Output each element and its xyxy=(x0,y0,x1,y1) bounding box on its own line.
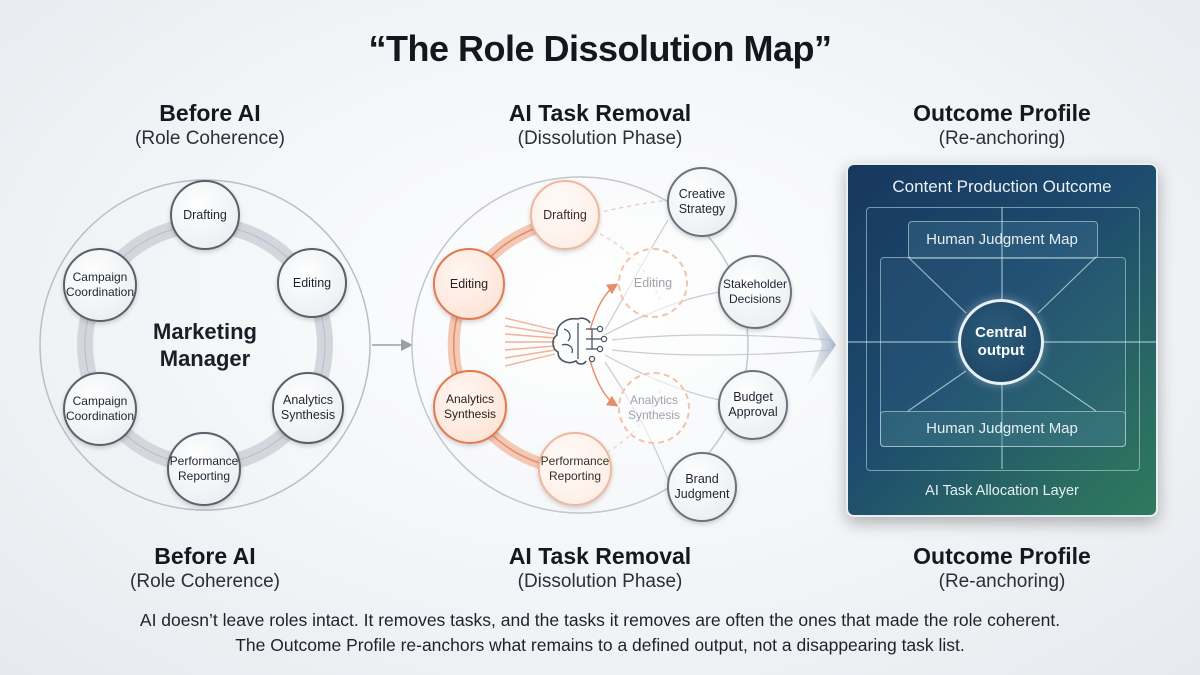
ai-task-allocation-layer-label: AI Task Allocation Layer xyxy=(925,483,1079,499)
node-brand-judgment: Brand Judgment xyxy=(667,452,737,522)
middle-bottom-heading: AI Task Removal (Dissolution Phase) xyxy=(508,543,692,592)
node-creative-strategy: Creative Strategy xyxy=(667,167,737,237)
node-analytics-synthesis: Analytics Synthesis xyxy=(272,372,344,444)
outcome-profile-panel: Content Production Outcome Human Judgmen… xyxy=(846,163,1158,517)
node-editing: Editing xyxy=(277,248,347,318)
page-title: “The Role Dissolution Map” xyxy=(368,28,832,69)
transition-chevron-icon xyxy=(808,305,836,385)
node-editing-remaining: Editing xyxy=(433,248,505,320)
central-output-node: Central output xyxy=(958,299,1044,385)
right-bottom-heading: Outcome Profile (Re-anchoring) xyxy=(913,543,1091,592)
node-performance-reporting: Performance Reporting xyxy=(167,432,241,506)
middle-top-heading: AI Task Removal (Dissolution Phase) xyxy=(508,100,692,149)
task-removal-outer-ring xyxy=(411,176,749,514)
node-drafting-remaining: Drafting xyxy=(530,180,600,250)
node-editing-removed: Editing xyxy=(618,248,688,318)
node-performance-remaining: Performance Reporting xyxy=(538,432,612,506)
left-bottom-heading: Before AI (Role Coherence) xyxy=(130,543,280,592)
left-top-heading: Before AI (Role Coherence) xyxy=(135,100,285,149)
node-analytics-remaining: Analytics Synthesis xyxy=(433,370,507,444)
panel-outer-frame xyxy=(866,207,1140,471)
right-top-heading: Outcome Profile (Re-anchoring) xyxy=(913,100,1091,149)
panel-title: Content Production Outcome xyxy=(892,177,1112,196)
human-judgment-map-bottom-label: Human Judgment Map xyxy=(926,420,1078,437)
node-campaign-coordination-upper: Campaign Coordination xyxy=(63,248,137,322)
role-center-label: Marketing Manager xyxy=(153,319,257,371)
human-judgment-map-bottom xyxy=(880,411,1126,447)
removal-streaks xyxy=(504,317,556,367)
node-analytics-removed: Analytics Synthesis xyxy=(618,372,690,444)
brain-circuit-icon xyxy=(552,317,608,365)
node-campaign-coordination-lower: Campaign Coordination xyxy=(63,372,137,446)
human-judgment-map-top xyxy=(908,221,1098,259)
node-drafting: Drafting xyxy=(170,180,240,250)
node-budget-approval: Budget Approval xyxy=(718,370,788,440)
caption: AI doesn’t leave roles intact. It remove… xyxy=(139,610,1061,655)
node-stakeholder-decisions: Stakeholder Decisions xyxy=(718,255,792,329)
